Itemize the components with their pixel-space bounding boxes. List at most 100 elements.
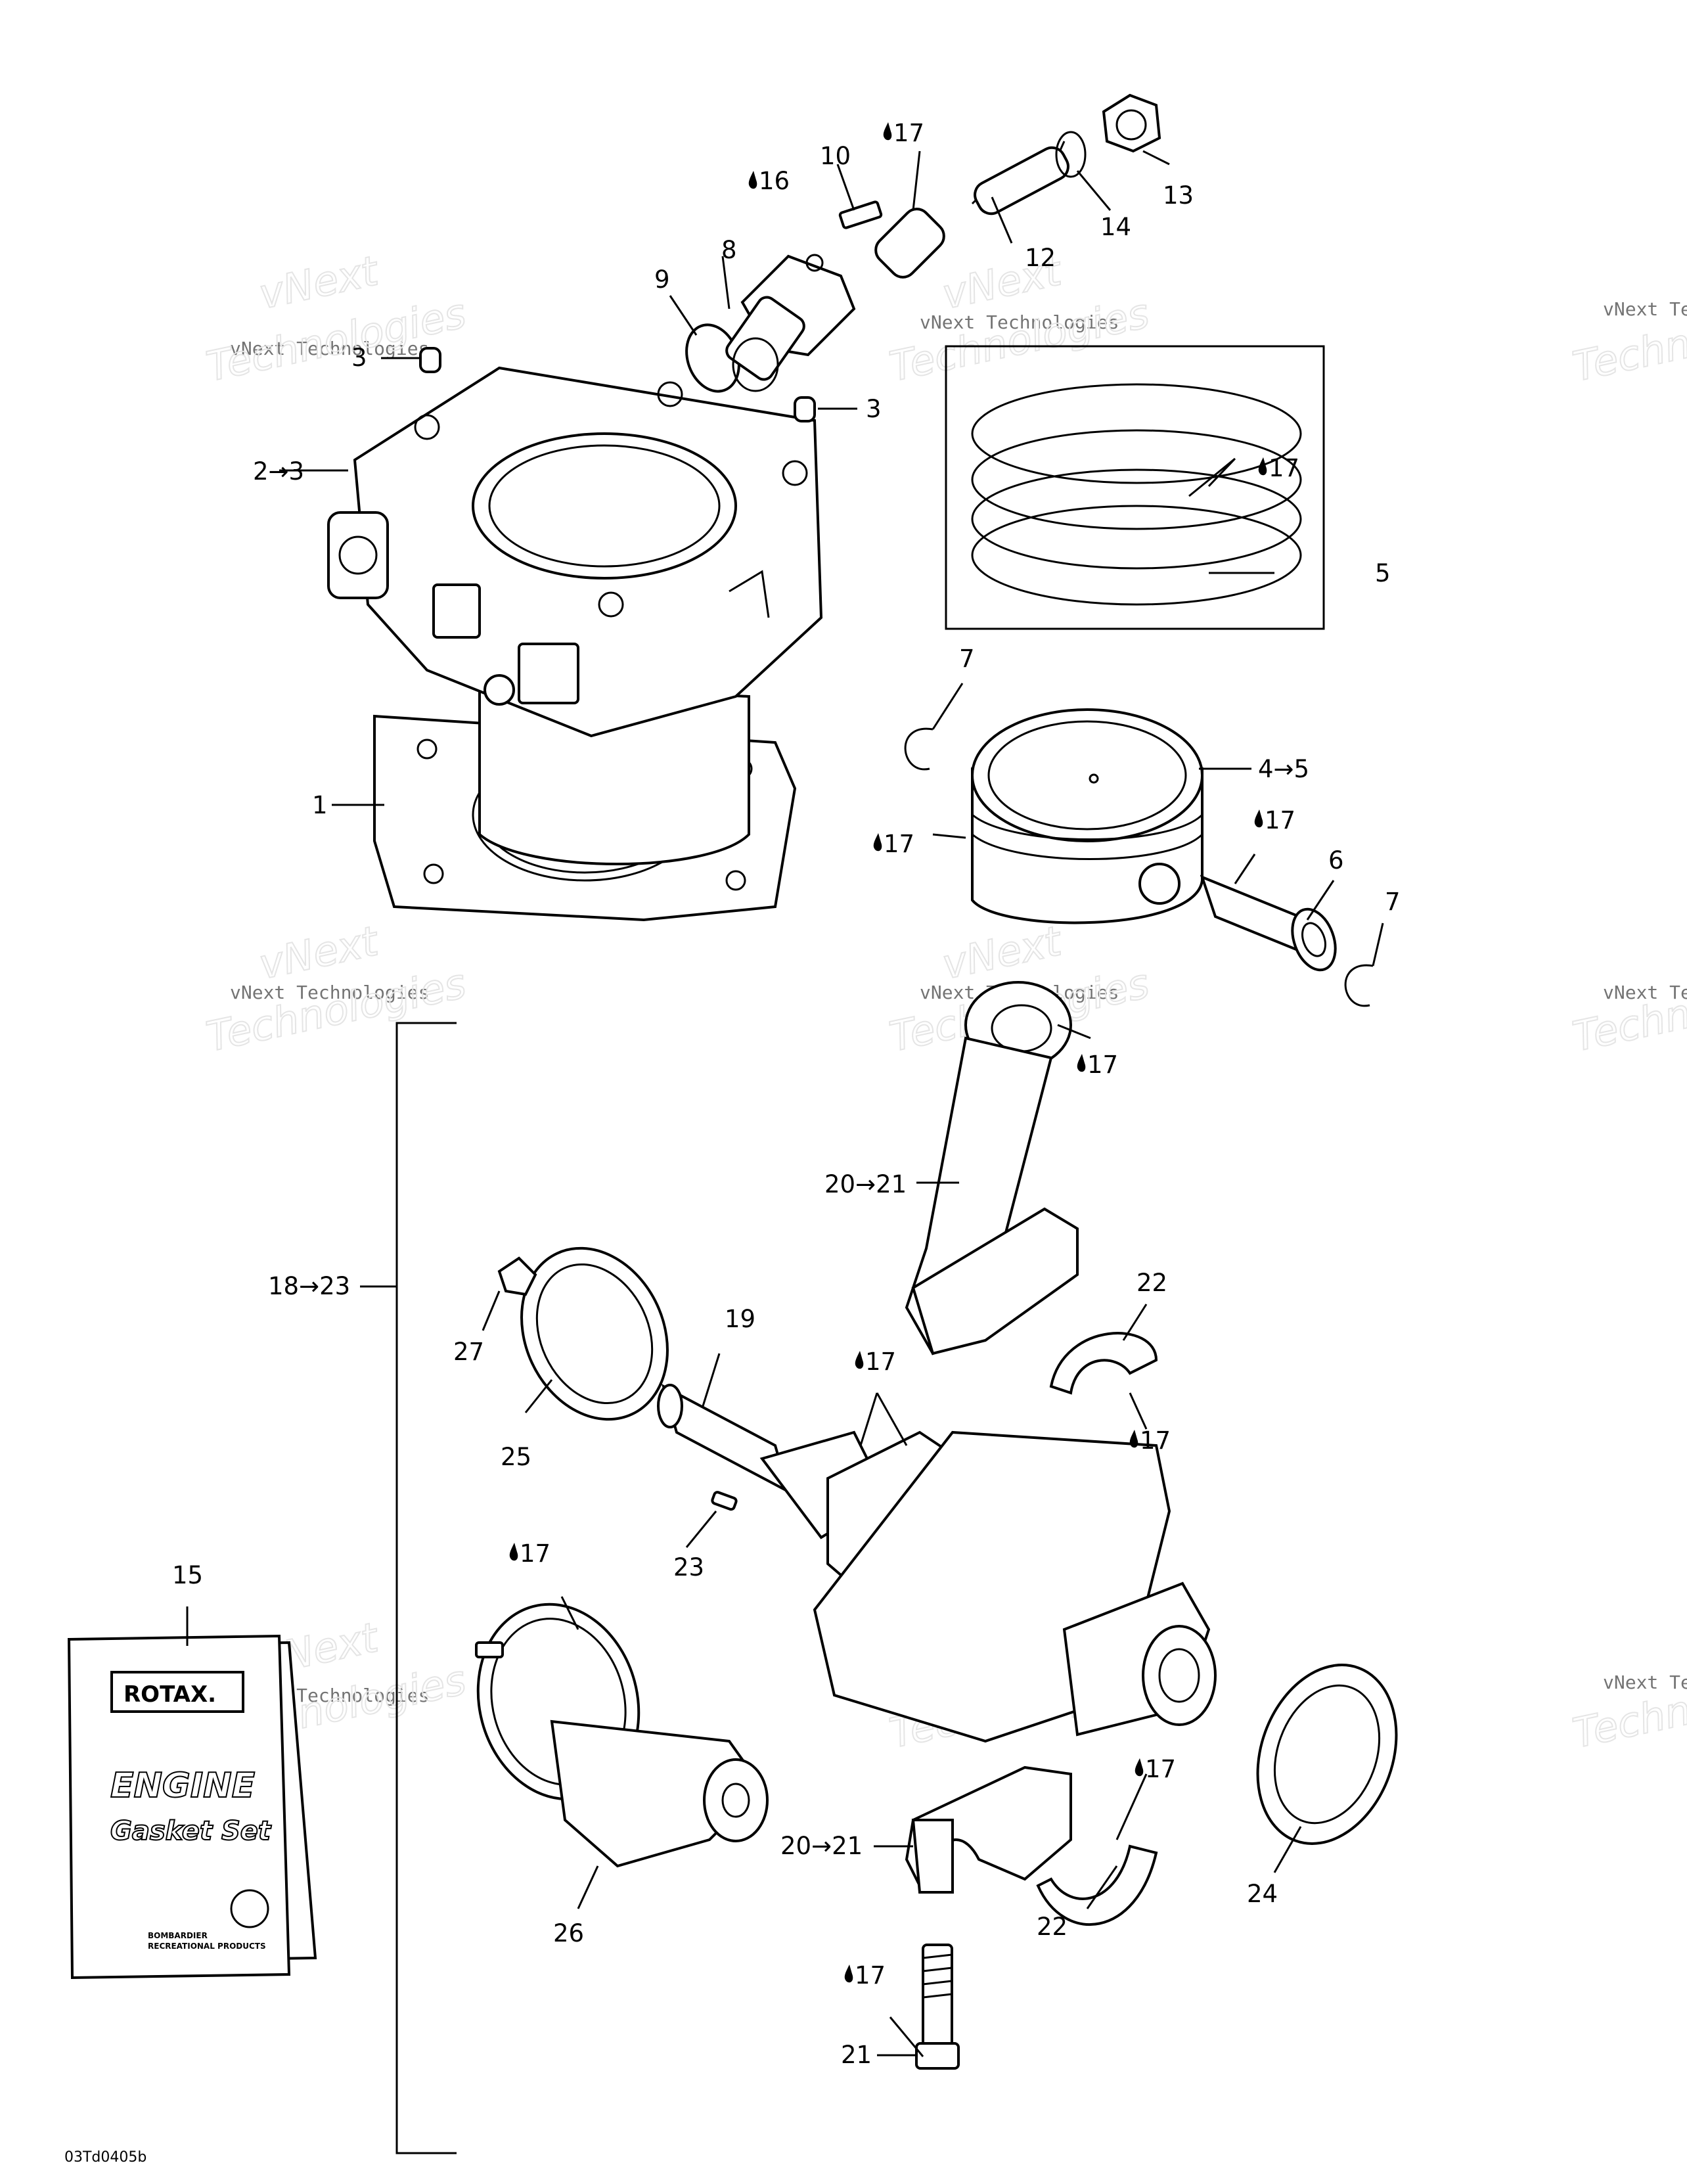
callout-8: 8 [721,236,737,264]
watermark-text: vNext Technologies [1603,1672,1687,1693]
piston [971,708,1203,924]
oil-drop-icons [509,122,1267,1983]
callout-25: 25 [501,1443,531,1471]
callout-24: 24 [1247,1880,1278,1908]
oil-label: 17 [1145,1755,1176,1783]
oil-label: 17 [865,1348,896,1376]
thrust-washer-right [1256,1664,1398,1845]
piston-ring-set-box [945,345,1325,630]
oil-drop-icon [1254,809,1263,828]
tensioner-plug [1102,93,1161,153]
oil-label: 17 [855,1961,886,1990]
tensioner-plunger [874,208,945,279]
callout-1: 1 [312,791,328,819]
watermark-text: vNext Technologies [230,338,429,359]
oil-label: 17 [893,119,924,147]
watermark-outline: vNext [938,917,1067,989]
oil-label: 17 [1140,1426,1171,1455]
callout-7b: 7 [1385,888,1401,916]
oil-label: 17 [1269,454,1299,482]
snap-ring [1055,131,1087,178]
callout-13: 13 [1163,181,1194,210]
oil-label: 16 [759,167,790,195]
callout-20a: 20→21 [824,1170,907,1198]
oil-plug [497,1256,537,1296]
circlip [904,727,933,771]
watermark-outline: Technologies [202,959,470,1061]
watermark-text: vNext Technologies [920,311,1119,333]
callout-12: 12 [1025,244,1056,272]
leader-lines [186,150,1384,2057]
oil-drop-icon [1077,1054,1086,1072]
oil-label: 17 [1087,1051,1118,1079]
callout-15: 15 [172,1561,203,1589]
tensioner-bolt [838,200,883,229]
oil-drop-icon [748,171,757,189]
figure-code: 03Td0405b [64,2149,146,2166]
callout-23: 23 [673,1553,704,1581]
oil-drop-icon [844,1965,853,1983]
callout-3: 3 [351,344,367,372]
callout-9: 9 [654,265,670,294]
oil-drop-icon [509,1543,518,1561]
callout-20b: 20→21 [780,1832,863,1860]
watermark-text: vNext Technologies [1603,982,1687,1003]
callout-14: 14 [1100,213,1131,241]
booklet-footer-1: BOMBARDIER [148,1931,208,1940]
cylinder [327,366,823,865]
crankshaft [657,1384,1217,1743]
range-bracket [360,1022,457,2154]
oil-drop-icon [1258,457,1267,476]
callout-3b: 3 [866,395,882,423]
callout-26: 26 [553,1919,584,1947]
tensioner-spring [971,141,1069,216]
oil-drop-icon [1129,1430,1138,1448]
callout-labels: 1 2→3 3 3 5 4→5 6 7 7 8 9 10 12 13 14 15… [64,119,1401,2166]
watermark-outline: vNext [255,246,384,319]
callout-6: 6 [1328,846,1344,875]
oil-drop-icon [855,1351,864,1369]
watermark-outline: Technologies [886,289,1154,391]
callout-19: 19 [725,1305,755,1333]
callout-10: 10 [820,142,851,170]
callout-5: 5 [1375,559,1391,587]
oil-label: 17 [520,1539,551,1568]
callout-4: 4→5 [1258,755,1309,783]
callout-27: 27 [453,1338,484,1366]
oil-drop-icon [873,833,882,852]
booklet-subtitle: Gasket Set [110,1816,272,1846]
rod-bolt [915,1944,960,2070]
rod-cap [905,1765,1072,1894]
woodruff-key [711,1491,738,1511]
oil-drop-icon [1135,1758,1144,1777]
watermark-outline: vNext [255,917,384,989]
oil-label: 17 [884,830,914,858]
callout-21: 21 [841,2041,872,2069]
booklet-brand: ROTAX. [124,1681,216,1708]
callout-2: 2→3 [253,457,304,486]
watermark-outline: Technologies [202,289,470,391]
callout-22b: 22 [1037,1913,1068,1941]
booklet-title: ENGINE [110,1766,255,1806]
gasket-set-booklet: ROTAX. ENGINE Gasket Set BOMBARDIER RECR… [67,1634,317,1980]
oil-label: 17 [1265,806,1295,834]
booklet-footer-2: RECREATIONAL PRODUCTS [148,1942,266,1951]
thrust-washer-left [520,1246,669,1421]
oil-drop-icon [883,122,892,141]
watermark-outline: Technologies [1569,959,1687,1061]
balancer-shaft [475,1603,769,1868]
watermark-text: vNext Technologies [230,982,429,1003]
callout-18: 18→23 [268,1272,350,1300]
callout-7a: 7 [959,645,975,673]
dowel-pin [419,347,816,422]
callout-22a: 22 [1136,1269,1167,1297]
piston-pin [1200,875,1337,972]
circlip [1344,964,1374,1007]
connecting-rod [905,981,1079,1355]
tensioner-housing [725,254,856,392]
rod-bearing-upper [1049,1332,1158,1395]
watermark-text: vNext Technologies [1603,298,1687,320]
rod-bearing-lower [1036,1844,1158,1926]
